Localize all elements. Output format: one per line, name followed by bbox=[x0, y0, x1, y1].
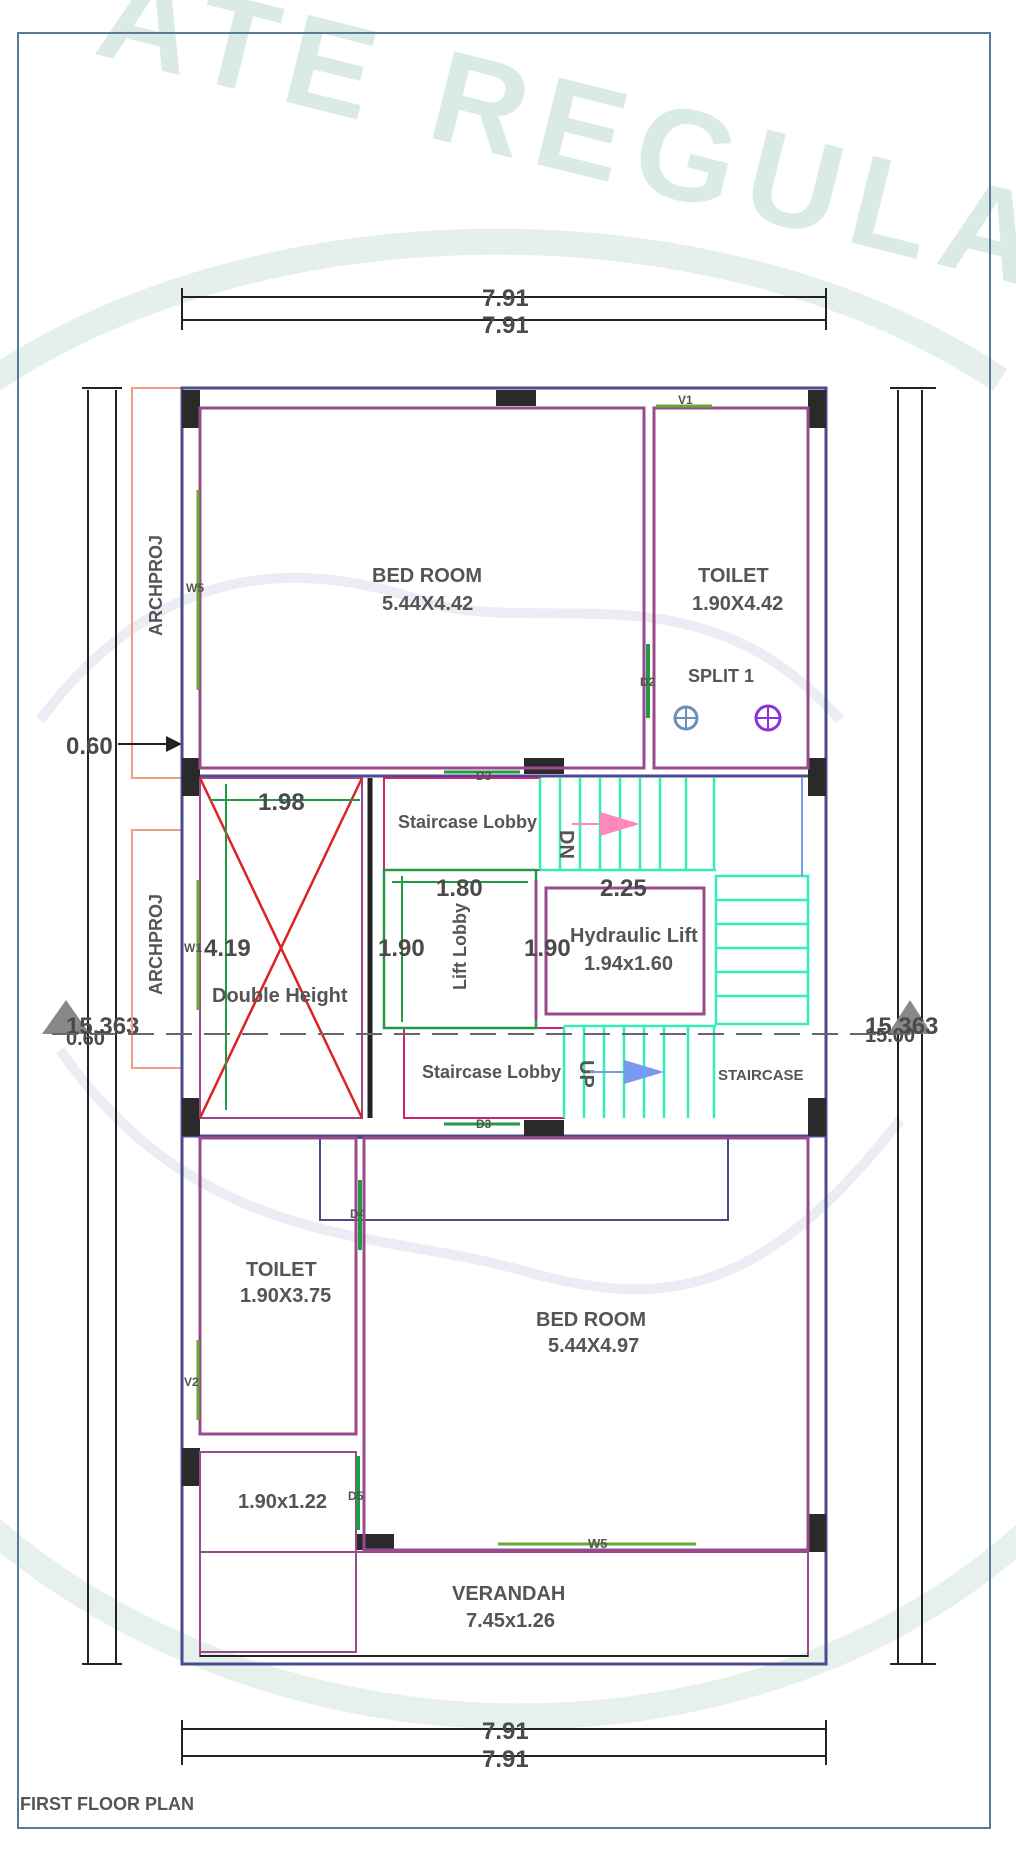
opening-d3-bottom: D3 bbox=[476, 1117, 492, 1131]
opening-d5: D5 bbox=[348, 1489, 364, 1503]
small-room-size: 1.90x1.22 bbox=[238, 1491, 327, 1513]
opening-w5-left: W5 bbox=[186, 581, 204, 595]
dim-top-2: 7.91 bbox=[482, 312, 529, 339]
dim-left-overall: 15.363 bbox=[66, 1013, 139, 1040]
hydraulic-lift-name: Hydraulic Lift bbox=[570, 925, 698, 947]
hydraulic-lift bbox=[544, 886, 706, 1016]
dim-top-1: 7.91 bbox=[482, 285, 529, 312]
double-height-void bbox=[199, 777, 363, 1119]
dim-right-extra: 15.00 bbox=[865, 1025, 915, 1047]
dim-left-extra: 0.60 bbox=[66, 1028, 105, 1050]
bed-room-bottom bbox=[362, 1136, 810, 1552]
opening-d4: D4 bbox=[350, 1207, 366, 1221]
lift-lobby-label: Lift Lobby bbox=[450, 903, 470, 990]
bed-room-top-name: BED ROOM bbox=[372, 565, 482, 587]
stair-dn-arrow-head bbox=[600, 812, 640, 836]
toilet-bottom-name: TOILET bbox=[246, 1259, 317, 1281]
bed-room-bottom-size: 5.44X4.97 bbox=[548, 1335, 639, 1357]
bed-room-bottom-name: BED ROOM bbox=[536, 1309, 646, 1331]
toilet-top-size: 1.90X4.42 bbox=[692, 593, 783, 615]
verandah-name: VERANDAH bbox=[452, 1583, 565, 1605]
split-label: SPLIT 1 bbox=[688, 666, 754, 686]
dim-stair-w: 2.25 bbox=[600, 875, 647, 902]
bed-room-top-size: 5.44X4.42 bbox=[382, 593, 473, 615]
stair-dn-mark: DN bbox=[555, 830, 577, 859]
stair-up-arrow-head bbox=[624, 1060, 664, 1084]
opening-d3-top: D3 bbox=[476, 769, 492, 783]
opening-v1: V1 bbox=[678, 393, 693, 407]
section-marker-left bbox=[42, 1000, 90, 1034]
dim-bottom-1: 7.91 bbox=[482, 1718, 529, 1745]
top-dimensions bbox=[181, 288, 827, 330]
staircase-label: STAIRCASE bbox=[718, 1067, 804, 1084]
section-marker-right bbox=[888, 1000, 932, 1034]
bottom-dimensions bbox=[181, 1720, 827, 1765]
arch-projection-lower-label: ARCHPROJ bbox=[146, 894, 166, 995]
toilet-bottom-size: 1.90X3.75 bbox=[240, 1285, 331, 1307]
dim-lift-lobby-w: 1.80 bbox=[436, 875, 483, 902]
arch-projection-upper-label: ARCHPROJ bbox=[146, 535, 166, 636]
plan-title: FIRST FLOOR PLAN bbox=[20, 1794, 194, 1814]
toilet-top bbox=[652, 406, 810, 770]
columns bbox=[182, 390, 826, 1552]
staircase-lobby-lower-label: Staircase Lobby bbox=[422, 1062, 561, 1082]
dim-double-height-h: 4.19 bbox=[204, 935, 251, 962]
watermark: ATE REGULA bbox=[0, 0, 1016, 1730]
left-dimensions bbox=[82, 387, 122, 1665]
stair-up-mark: UP bbox=[575, 1060, 597, 1088]
verandah-size: 7.45x1.26 bbox=[466, 1610, 555, 1632]
hydraulic-lift-size: 1.94x1.60 bbox=[584, 953, 673, 975]
dim-lift-lobby-h: 1.90 bbox=[378, 935, 425, 962]
staircase-landing bbox=[714, 874, 810, 1026]
opening-d2: D2 bbox=[640, 675, 656, 689]
toilet-top-name: TOILET bbox=[698, 565, 769, 587]
dim-lift-h: 1.90 bbox=[524, 935, 571, 962]
fixture-symbol-purple bbox=[754, 704, 782, 732]
fixture-symbol-blue bbox=[673, 705, 699, 731]
toilet-bottom bbox=[198, 1136, 358, 1436]
outer-wall bbox=[180, 386, 828, 1666]
double-height-label: Double Height bbox=[212, 985, 348, 1007]
balcony-overhang bbox=[319, 1137, 729, 1221]
page-frame bbox=[17, 32, 991, 1829]
opening-w1: W1 bbox=[184, 941, 202, 955]
opening-v2: V2 bbox=[184, 1375, 199, 1389]
dim-bottom-2: 7.91 bbox=[482, 1746, 529, 1773]
dim-proj-offset: 0.60 bbox=[66, 733, 113, 760]
opening-w5-bottom: W5 bbox=[588, 1536, 608, 1551]
dim-double-height-w: 1.98 bbox=[258, 789, 305, 816]
dim-right-overall: 15.363 bbox=[865, 1013, 938, 1040]
bed-room-top bbox=[198, 406, 646, 770]
staircase-lobby-upper-label: Staircase Lobby bbox=[398, 812, 537, 832]
